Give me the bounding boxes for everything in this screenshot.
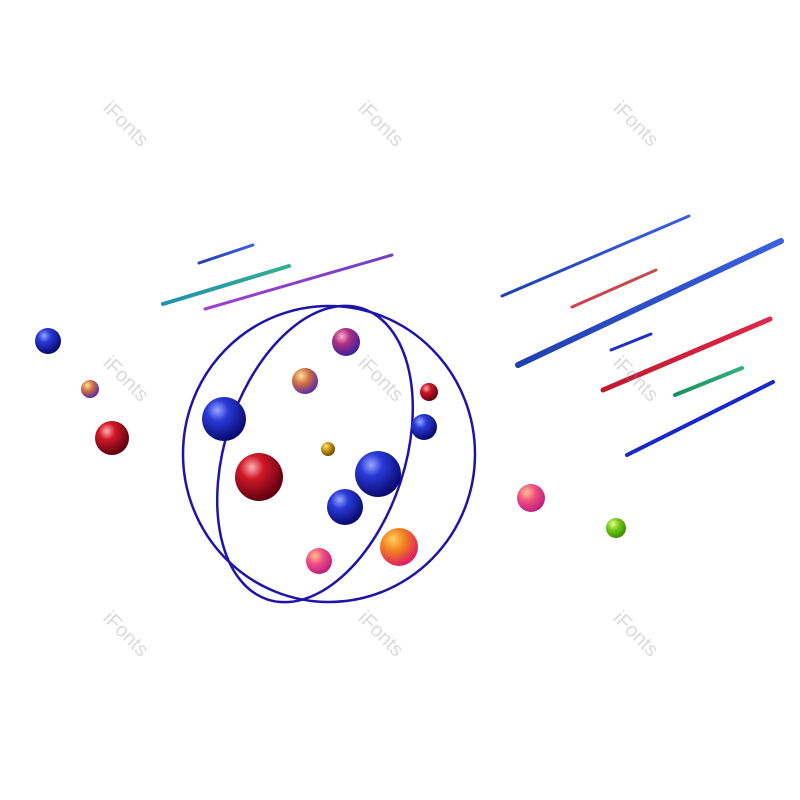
sphere-blue-right-small: [411, 414, 437, 440]
sphere-bronze-small: [81, 380, 99, 398]
sphere-orange: [380, 528, 418, 566]
streak-green: [673, 366, 744, 397]
sphere-gold-tiny: [321, 442, 335, 456]
streak-violet: [203, 253, 394, 311]
sphere-pink-inner: [306, 548, 332, 574]
sphere-red-left: [95, 421, 129, 455]
orbit-ring-large: [181, 304, 477, 604]
streak-coral: [570, 268, 658, 309]
orbit-ring-tilted: [215, 304, 415, 604]
sphere-green: [606, 518, 626, 538]
streak-blue-tiny: [609, 332, 653, 352]
streak-blue-bottom: [625, 380, 775, 457]
sphere-pink-right: [517, 484, 545, 512]
sphere-blue-mid: [327, 489, 363, 525]
sphere-red-large: [235, 453, 283, 501]
streak-blue-top: [500, 214, 691, 298]
sphere-blue-big: [355, 451, 401, 497]
sphere-blue-large: [202, 397, 246, 441]
streak-blue-thick: [515, 238, 784, 368]
sphere-purple-top: [332, 328, 360, 356]
sphere-bronze-inner: [292, 368, 318, 394]
streak-red: [600, 316, 773, 393]
streak-blue-short: [197, 243, 255, 265]
sphere-red-small: [420, 383, 438, 401]
sphere-blue-far-left: [35, 328, 61, 354]
streak-teal: [161, 264, 291, 306]
